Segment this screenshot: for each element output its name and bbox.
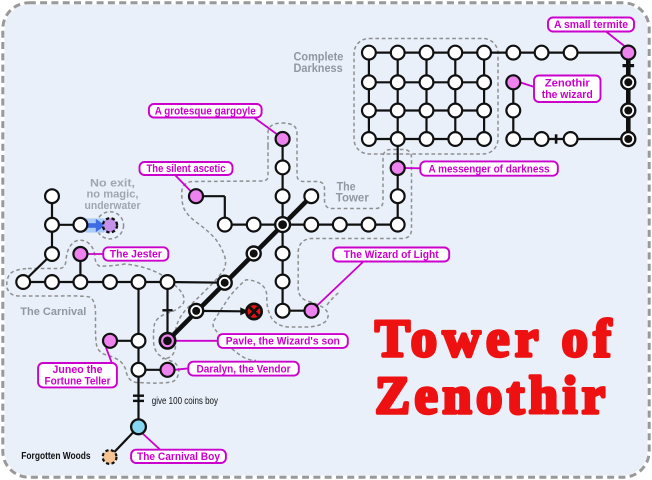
svg-text:the wizard: the wizard: [542, 89, 593, 101]
svg-text:Forgotten Woods: Forgotten Woods: [21, 451, 90, 462]
svg-text:Tower of: Tower of: [375, 310, 612, 368]
svg-text:Zenothir: Zenothir: [375, 367, 605, 425]
svg-text:no magic,: no magic,: [87, 189, 139, 201]
svg-text:underwater: underwater: [85, 200, 142, 212]
svg-text:Fortune Teller: Fortune Teller: [45, 376, 111, 388]
svg-text:A messenger of darkness: A messenger of darkness: [429, 163, 550, 175]
svg-text:The Jester: The Jester: [110, 249, 162, 261]
svg-text:Tower: Tower: [336, 193, 370, 205]
svg-text:The Carnival Boy: The Carnival Boy: [137, 451, 220, 463]
svg-text:Zenothir: Zenothir: [545, 78, 590, 90]
svg-text:Daralyn, the Vendor: Daralyn, the Vendor: [197, 363, 291, 375]
svg-text:Darkness: Darkness: [294, 63, 343, 75]
svg-text:Pavle, the Wizard's son: Pavle, the Wizard's son: [226, 336, 340, 348]
svg-text:The: The: [337, 182, 356, 194]
svg-text:A grotesque gargoyle: A grotesque gargoyle: [155, 105, 256, 117]
svg-text:No exit,: No exit,: [90, 177, 135, 189]
svg-text:give 100 coins boy: give 100 coins boy: [152, 396, 218, 407]
svg-text:The Carnival: The Carnival: [20, 306, 86, 318]
svg-text:Complete: Complete: [294, 52, 344, 64]
svg-text:The silent ascetic: The silent ascetic: [147, 163, 226, 175]
svg-text:Juneo the: Juneo the: [53, 364, 103, 376]
svg-text:A small termite: A small termite: [554, 19, 628, 31]
svg-text:The Wizard of Light: The Wizard of Light: [344, 249, 439, 261]
